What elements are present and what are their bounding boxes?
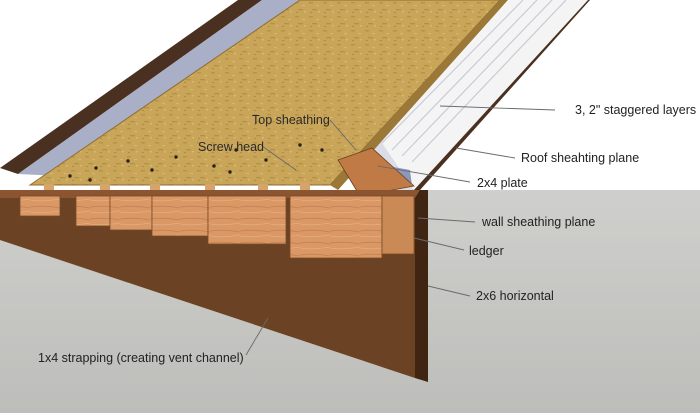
screw-heads bbox=[68, 143, 324, 182]
top-sheathing-panel bbox=[28, 0, 501, 186]
label-1x4-strapping: 1x4 strapping (creating vent channel) bbox=[38, 351, 244, 365]
ledger-block bbox=[381, 195, 415, 255]
horizontal-2x6-block bbox=[289, 195, 383, 259]
plate-2x4 bbox=[337, 147, 415, 197]
label-screw-head: Screw head bbox=[198, 140, 264, 154]
label-2x6-horizontal: 2x6 horizontal bbox=[476, 289, 554, 303]
roof-membrane-strip bbox=[18, 0, 300, 176]
label-wall-sheathing-plane: wall sheathing plane bbox=[481, 215, 595, 229]
label-2x4-plate: 2x4 plate bbox=[477, 176, 528, 190]
label-top-sheathing: Top sheathing bbox=[252, 113, 330, 127]
label-staggered-layers: 3, 2" staggered layers bbox=[575, 103, 696, 117]
roof-back-edge bbox=[0, 0, 262, 174]
label-ledger: ledger bbox=[469, 244, 504, 258]
label-roof-sheathing-plane: Roof sheahting plane bbox=[521, 151, 639, 165]
strapping-blocks bbox=[19, 195, 287, 245]
wall-end bbox=[415, 190, 428, 382]
leader-lines bbox=[245, 105, 556, 356]
rigid-insulation-layers bbox=[360, 0, 588, 190]
top-sheathing-edge bbox=[330, 0, 508, 190]
insulation-layer-lines bbox=[379, 0, 567, 163]
